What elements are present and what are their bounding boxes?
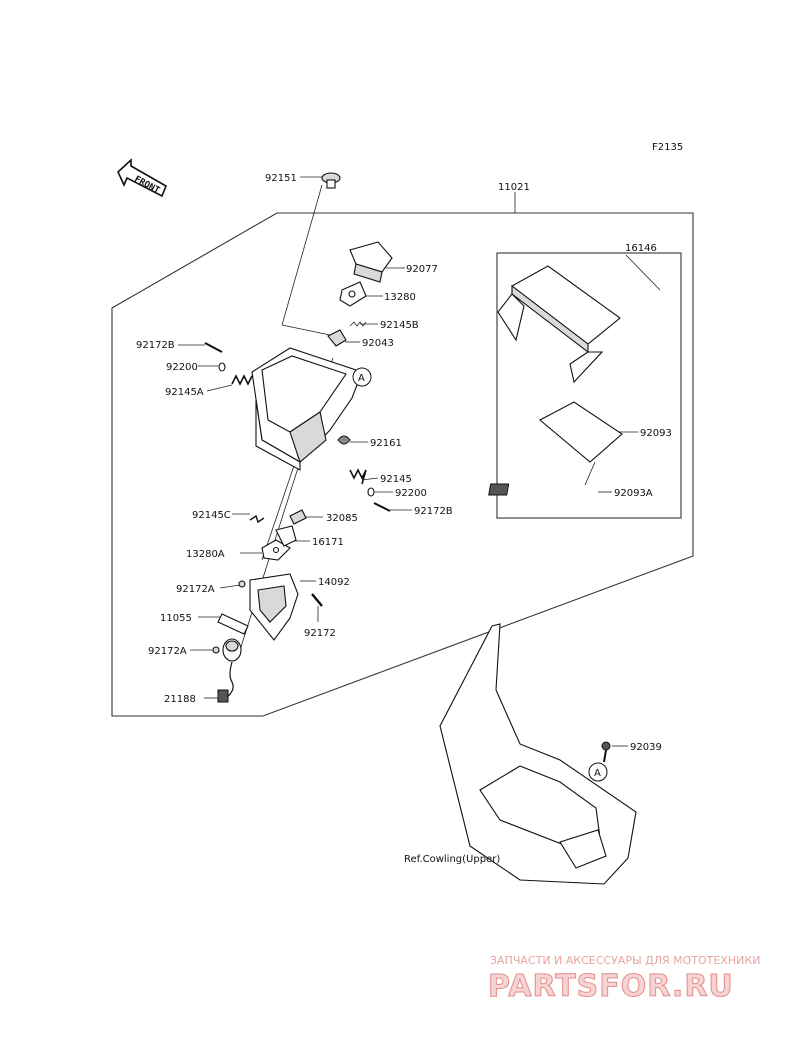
- label-92172b-left: 92172B: [136, 340, 175, 351]
- pad-92093a-icon: [488, 483, 510, 496]
- cowling-upper-icon: A: [439, 623, 637, 885]
- washer-92200-right-icon: [367, 487, 375, 497]
- spring-92145-icon: [349, 468, 367, 485]
- tray-16146-icon: [497, 265, 621, 384]
- label-92172a-lower: 92172A: [148, 646, 187, 657]
- screw-92172a-upper-icon: [238, 580, 246, 588]
- label-92172a-upper: 92172A: [176, 584, 215, 595]
- callout-a-cowling-circle: [588, 762, 608, 782]
- watermark-logo-text: PARTSFOR.RU: [488, 969, 734, 1004]
- bolt-92039-icon: [601, 741, 611, 763]
- label-11021: 11021: [498, 182, 530, 193]
- label-92161: 92161: [370, 438, 402, 449]
- label-11055: 11055: [160, 613, 192, 624]
- bracket-11055-icon: [217, 613, 249, 635]
- screw-92172b-left-icon: [204, 342, 223, 353]
- screw-92172-icon: [311, 593, 323, 607]
- screw-92172a-lower-icon: [212, 646, 220, 654]
- label-92151: 92151: [265, 173, 297, 184]
- lever-16171-icon: [275, 525, 297, 547]
- label-16171: 16171: [312, 537, 344, 548]
- label-92077: 92077: [406, 264, 438, 275]
- bracket-32085-icon: [289, 509, 307, 525]
- cover-plate-14092-icon: [249, 573, 299, 641]
- label-92172b-right: 92172B: [414, 506, 453, 517]
- latch-13280-icon: [339, 281, 367, 307]
- spring-92145b-icon: [349, 321, 367, 327]
- spring-92145a-icon: [231, 374, 253, 386]
- callout-a-cowling-label: A: [594, 768, 601, 779]
- label-92145c: 92145C: [192, 510, 231, 521]
- label-92093a: 92093A: [614, 488, 653, 499]
- label-92145: 92145: [380, 474, 412, 485]
- screw-92172b-right-icon: [373, 502, 391, 512]
- leader-lines: [178, 176, 661, 859]
- assembly-frame-11021: [111, 212, 694, 717]
- label-ref-cowling: Ref.Cowling(Upper): [404, 854, 500, 865]
- pin-92043-icon: [327, 329, 347, 347]
- switch-21188-icon: [217, 638, 242, 703]
- latch-cover-92077-icon: [349, 241, 393, 283]
- label-92172: 92172: [304, 628, 336, 639]
- pad-92093-icon: [539, 401, 623, 463]
- assembly-frame-16146: [496, 252, 682, 519]
- label-13280: 13280: [384, 292, 416, 303]
- spring-92145c-icon: [249, 514, 265, 524]
- callout-a-circle: [352, 367, 372, 387]
- part-labels: 92151 11021 92077 13280 92145B 92043 921…: [136, 173, 672, 865]
- storage-box-housing-icon: A: [251, 347, 372, 471]
- label-92200-left: 92200: [166, 362, 198, 373]
- label-14092: 14092: [318, 577, 350, 588]
- watermark: ЗАПЧАСТИ И АКСЕССУАРЫ ДЛЯ МОТОТЕХНИКИ PA…: [488, 954, 761, 1005]
- bolt-92151-icon: [321, 172, 341, 189]
- callout-a-label: A: [358, 373, 365, 384]
- label-92043: 92043: [362, 338, 394, 349]
- spring-92161-icon: [337, 435, 351, 445]
- label-21188: 21188: [164, 694, 196, 705]
- label-92093: 92093: [640, 428, 672, 439]
- label-92145b: 92145B: [380, 320, 419, 331]
- label-92145a: 92145A: [165, 387, 204, 398]
- label-92200-right: 92200: [395, 488, 427, 499]
- label-13280a: 13280A: [186, 549, 225, 560]
- figure-code: F2135: [652, 142, 683, 153]
- label-92039: 92039: [630, 742, 662, 753]
- front-arrow-icon: FRONT: [117, 158, 168, 198]
- label-32085: 32085: [326, 513, 358, 524]
- label-16146: 16146: [625, 243, 657, 254]
- watermark-tagline: ЗАПЧАСТИ И АКСЕССУАРЫ ДЛЯ МОТОТЕХНИКИ: [490, 954, 760, 967]
- washer-92200-left-icon: [218, 362, 226, 372]
